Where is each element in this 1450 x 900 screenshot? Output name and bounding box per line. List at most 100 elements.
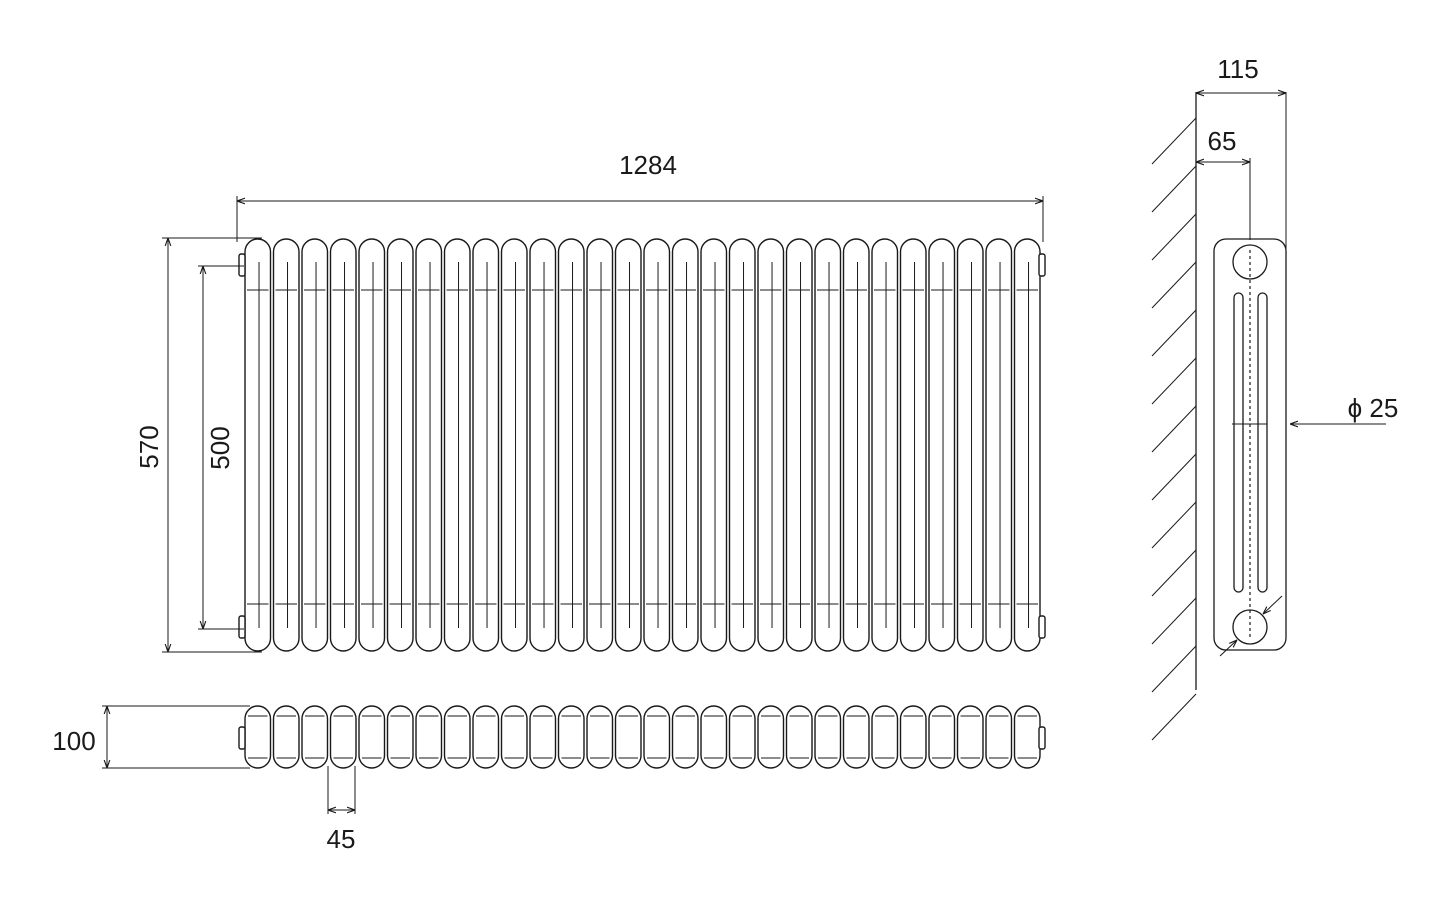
front-column — [386, 238, 414, 652]
plan-column — [985, 705, 1013, 769]
wall-hatch — [1151, 117, 1197, 741]
front-columns — [244, 238, 1041, 652]
front-column — [928, 238, 956, 652]
plan-column — [928, 705, 956, 769]
plan-columns — [244, 705, 1041, 769]
top-pipe-circle — [1232, 244, 1268, 280]
plan-column — [386, 705, 414, 769]
bottom-pipe-circle — [1232, 609, 1268, 645]
plan-column — [1013, 705, 1041, 769]
front-column — [301, 238, 329, 652]
plan-column — [586, 705, 614, 769]
front-column — [244, 238, 272, 652]
plan-column — [472, 705, 500, 769]
front-column — [358, 238, 386, 652]
front-column — [500, 238, 528, 652]
front-column — [472, 238, 500, 652]
plan-column — [557, 705, 585, 769]
front-column — [814, 238, 842, 652]
right-slot — [1257, 292, 1268, 593]
height-dimension: 570 — [134, 237, 262, 653]
front-column — [586, 238, 614, 652]
plan-column — [757, 705, 785, 769]
plan-column — [785, 705, 813, 769]
wall-hatch-line — [1151, 261, 1197, 309]
plan-column — [329, 705, 357, 769]
front-column — [871, 238, 899, 652]
front-column — [557, 238, 585, 652]
front-column — [956, 238, 984, 652]
pipe-centres-dimension: 500 — [198, 265, 244, 630]
front-column — [728, 238, 756, 652]
wall-hatch-line — [1151, 309, 1197, 357]
plan-column — [272, 705, 300, 769]
plan-column — [842, 705, 870, 769]
right-bottom-valve-stub — [1038, 615, 1046, 639]
plan-column — [500, 705, 528, 769]
plan-column — [871, 705, 899, 769]
front-column — [757, 238, 785, 652]
front-column — [614, 238, 642, 652]
side-depth-dimension: 115 — [1196, 54, 1286, 93]
front-column — [985, 238, 1013, 652]
plan-depth-dimension: 100 — [52, 705, 250, 769]
front-column — [785, 238, 813, 652]
plan-column — [415, 705, 443, 769]
left-slot — [1233, 292, 1244, 593]
wall-to-pipe-dimension: 65 — [1196, 126, 1251, 240]
plan-column — [956, 705, 984, 769]
front-column — [529, 238, 557, 652]
left-top-valve-stub — [238, 253, 246, 277]
front-column — [443, 238, 471, 652]
left-bottom-valve-stub — [238, 615, 246, 639]
side-view — [1151, 92, 1287, 741]
front-column — [899, 238, 927, 652]
front-column — [643, 238, 671, 652]
plan-column — [358, 705, 386, 769]
pipe-diameter-dimension: ϕ 25 — [1232, 393, 1398, 424]
wall-hatch-line — [1151, 453, 1197, 501]
plan-column — [700, 705, 728, 769]
front-column — [671, 238, 699, 652]
wall-hatch-line — [1151, 117, 1197, 165]
wall-hatch-line — [1151, 549, 1197, 597]
front-column — [272, 238, 300, 652]
plan-column — [301, 705, 329, 769]
wall-hatch-line — [1151, 597, 1197, 645]
section-pitch-dimension-label: 45 — [327, 824, 356, 854]
wall-hatch-line — [1151, 357, 1197, 405]
wall-hatch-line — [1151, 405, 1197, 453]
height-dimension-label: 570 — [134, 425, 164, 468]
plan-column — [244, 705, 272, 769]
plan-right-stub — [1038, 726, 1046, 750]
front-column — [1013, 238, 1041, 652]
plan-column — [814, 705, 842, 769]
plan-column — [529, 705, 557, 769]
front-column — [415, 238, 443, 652]
plan-depth-dimension-label: 100 — [52, 726, 95, 756]
section-pitch-dimension: 45 — [327, 766, 356, 854]
wall-hatch-line — [1151, 501, 1197, 549]
width-dimension: 1284 — [236, 150, 1044, 242]
plan-column — [671, 705, 699, 769]
plan-column — [614, 705, 642, 769]
right-top-valve-stub — [1038, 253, 1046, 277]
wall-hatch-line — [1151, 165, 1197, 213]
front-column — [329, 238, 357, 652]
front-column — [700, 238, 728, 652]
plan-column — [443, 705, 471, 769]
plan-column — [728, 705, 756, 769]
pipe-centres-dimension-label: 500 — [205, 426, 235, 469]
plan-column — [643, 705, 671, 769]
plan-column — [899, 705, 927, 769]
side-depth-dimension-label: 115 — [1217, 54, 1258, 84]
wall-hatch-line — [1151, 693, 1197, 741]
wall-hatch-line — [1151, 213, 1197, 261]
width-dimension-label: 1284 — [619, 150, 677, 180]
front-column — [842, 238, 870, 652]
plan-left-stub — [238, 726, 246, 750]
plan-view — [238, 705, 1046, 769]
wall-hatch-line — [1151, 645, 1197, 693]
wall-to-pipe-dimension-label: 65 — [1208, 126, 1237, 156]
front-view — [238, 238, 1046, 652]
